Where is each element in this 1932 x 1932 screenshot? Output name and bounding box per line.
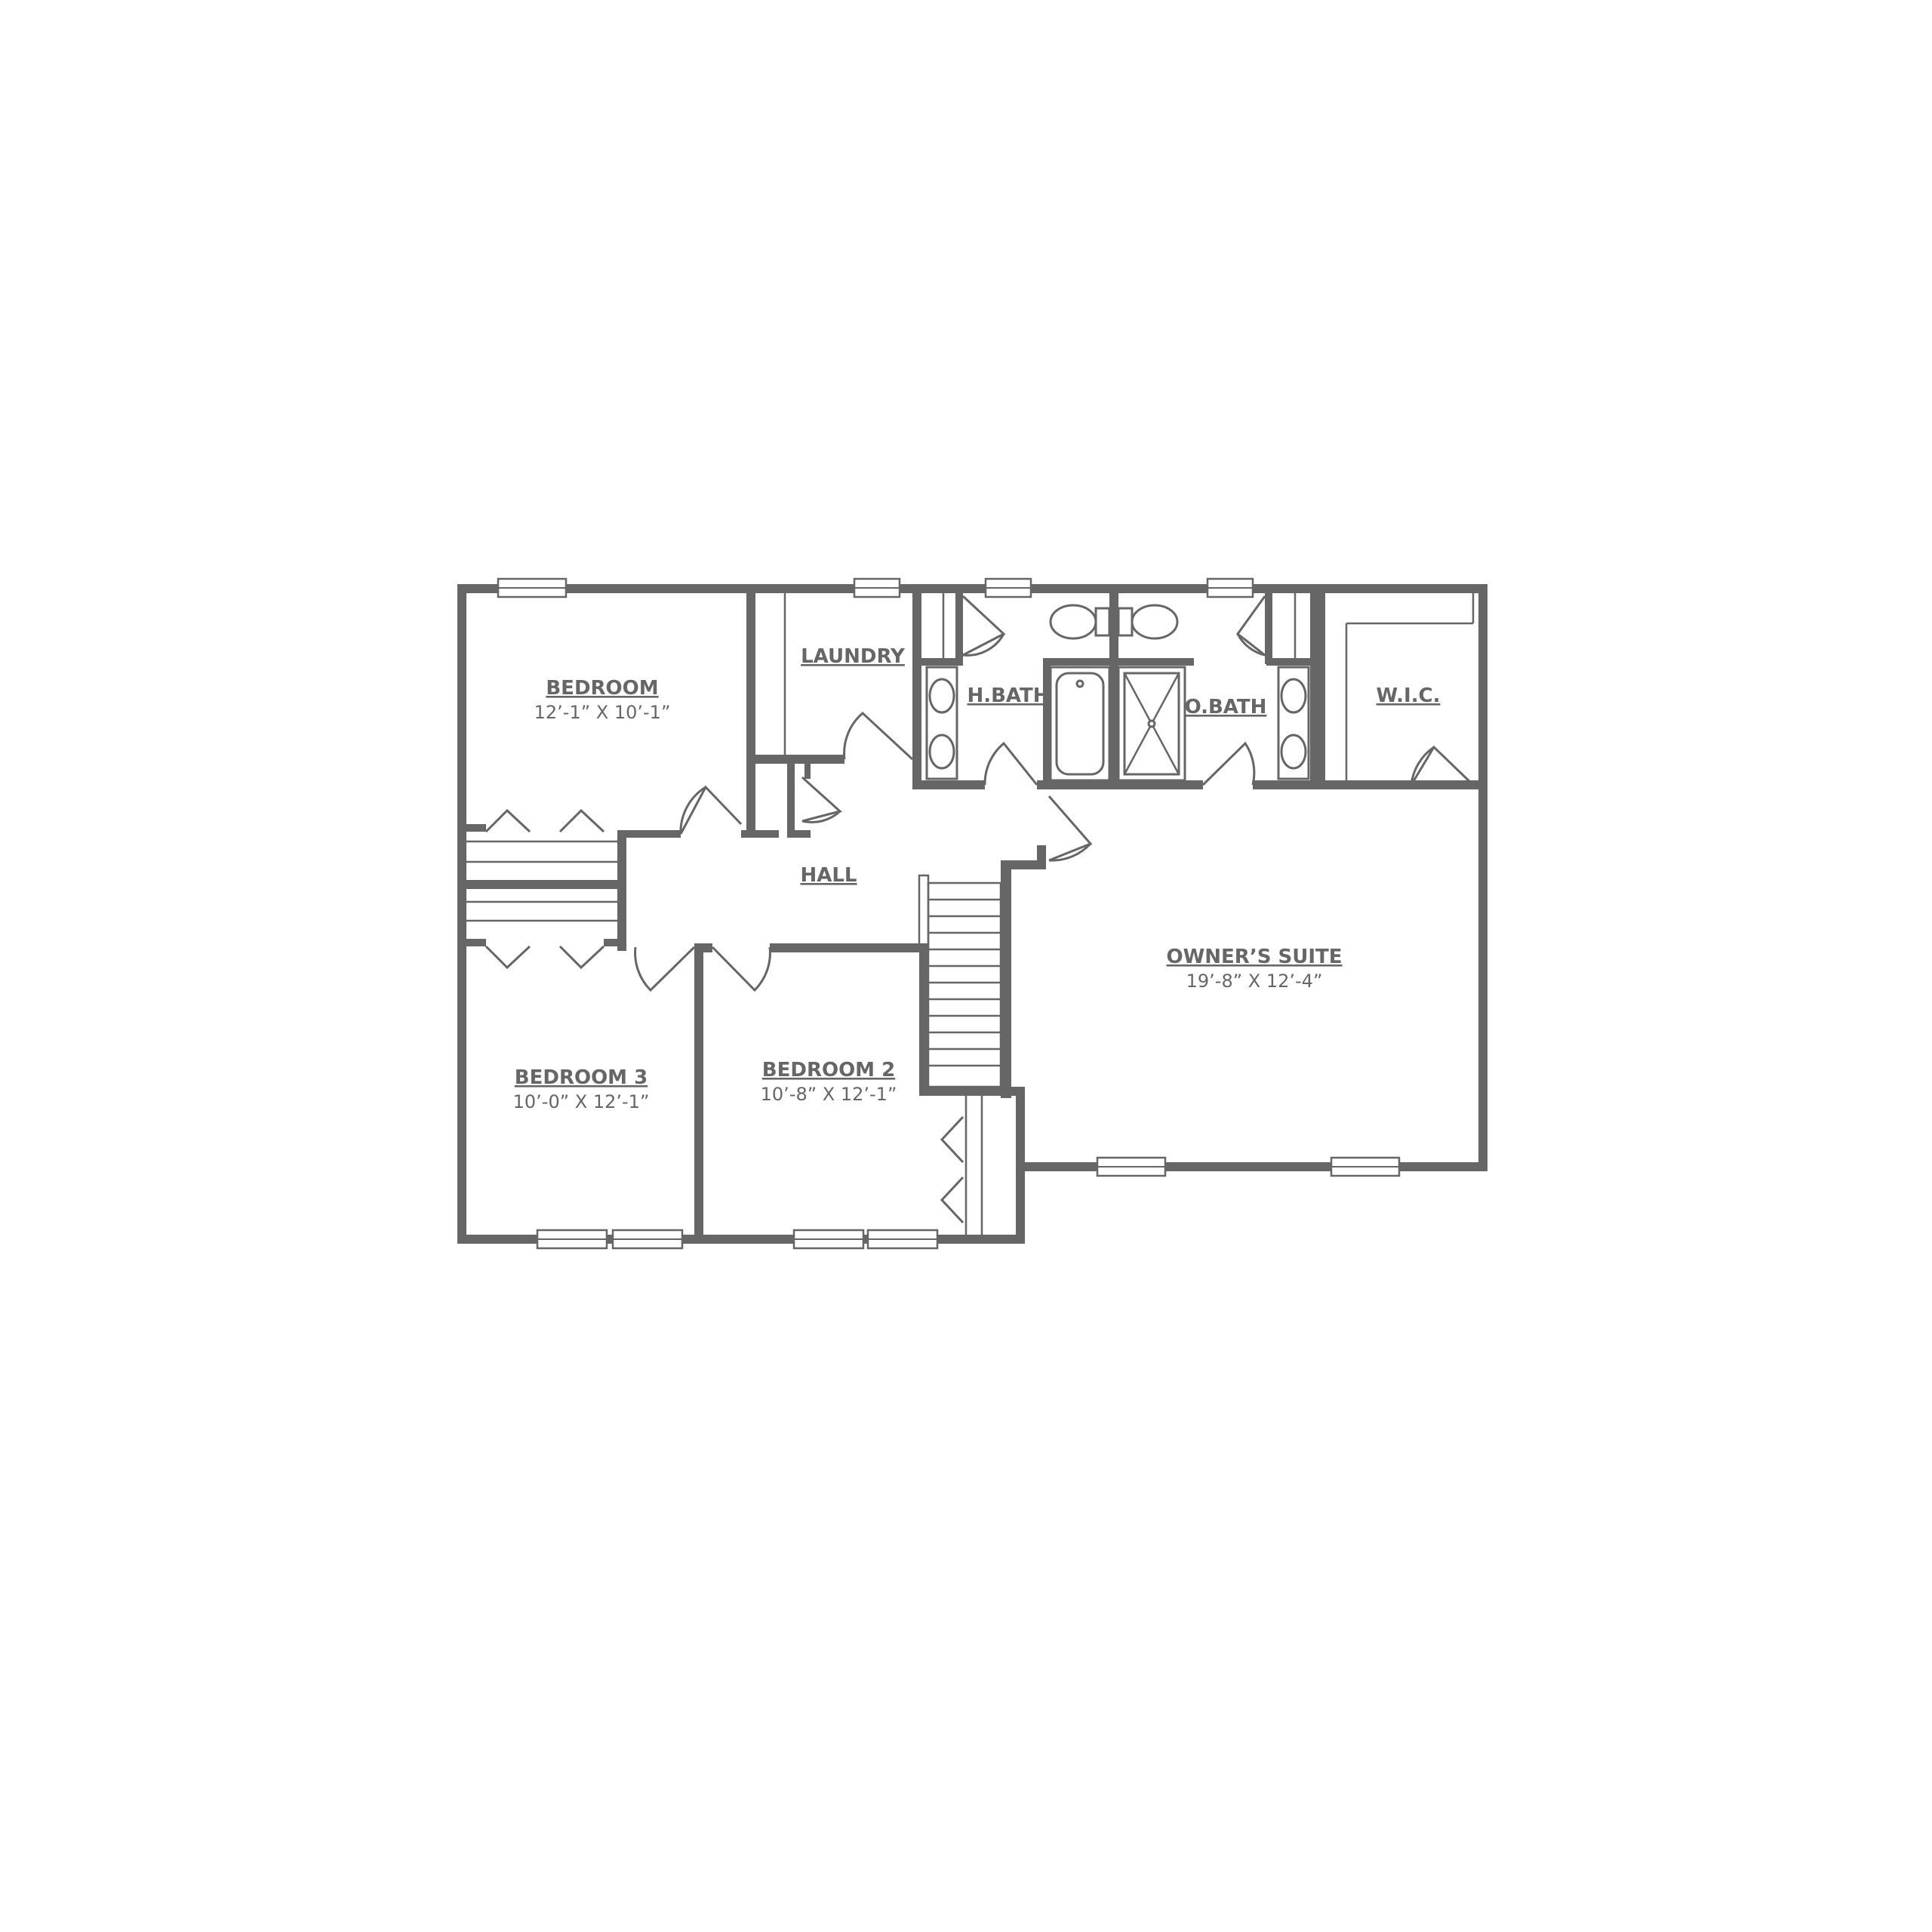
owners-suite-name: OWNER’S SUITE	[1167, 946, 1343, 968]
laundry-name: LAUNDRY	[801, 645, 906, 668]
bedroom-dims: 12’-1” X 10’-1”	[534, 702, 671, 723]
bedroom3-dims: 10’-0” X 12’-1”	[513, 1091, 650, 1112]
owners-suite-dims: 19’-8” X 12’-4”	[1186, 971, 1323, 992]
closet-shelves	[466, 593, 1475, 1235]
room-labels: BEDROOM 12’-1” X 10’-1” LAUNDRY H.BATH O…	[513, 645, 1441, 1112]
hall-name: HALL	[800, 864, 857, 887]
hbath-name: H.BATH	[967, 685, 1049, 707]
bedroom3-name: BEDROOM 3	[515, 1066, 648, 1089]
bedroom2-dims: 10’-8” X 12’-1”	[761, 1084, 897, 1105]
wic-name: W.I.C.	[1377, 685, 1441, 707]
doors	[485, 595, 1475, 1224]
bath-fixtures	[925, 604, 1310, 782]
stairs	[918, 874, 1002, 1088]
obath-name: O.BATH	[1185, 696, 1267, 718]
windows	[497, 577, 1401, 1250]
bedroom-name: BEDROOM	[546, 677, 658, 700]
bedroom2-name: BEDROOM 2	[762, 1059, 895, 1081]
interior-walls	[463, 592, 1487, 1238]
